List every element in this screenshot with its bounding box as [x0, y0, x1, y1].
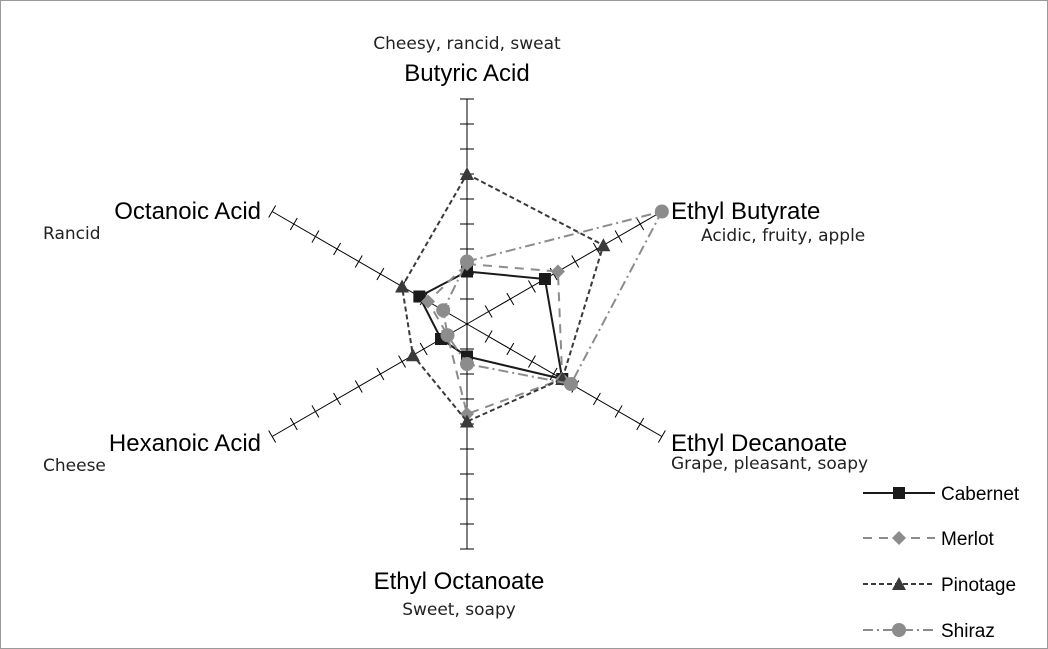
axis-description: Rancid: [43, 224, 101, 244]
axis-tick: [484, 330, 493, 343]
axis-tick: [528, 280, 536, 293]
legend-marker: [892, 577, 906, 590]
axis-tick: [592, 392, 601, 406]
axis-labels-layer: Cheesy, rancid, sweat Butyric Acid Ethyl…: [43, 34, 868, 620]
axis-tick: [268, 205, 277, 218]
data-point: [395, 279, 410, 293]
axis-tick: [354, 255, 363, 268]
axis-description: Cheese: [43, 456, 106, 476]
axis-tick: [549, 367, 558, 381]
axis-tick: [376, 367, 385, 381]
data-point: [550, 264, 565, 279]
series-layer: [395, 167, 669, 428]
axis-tick: [289, 217, 298, 231]
axis-tick: [311, 405, 320, 418]
legend-label: Cabernet: [941, 484, 1020, 505]
legend-label: Pinotage: [941, 575, 1016, 596]
data-point: [405, 348, 420, 362]
data-point: [596, 238, 611, 252]
data-point: [436, 303, 451, 318]
data-point: [563, 377, 578, 391]
legend-label: Merlot: [941, 529, 995, 550]
axis-description: Grape, pleasant, soapy: [671, 454, 868, 474]
axis-label: Ethyl Decanoate: [671, 430, 847, 457]
axis-tick: [506, 292, 515, 306]
legend-marker: [893, 487, 905, 499]
data-point: [421, 294, 436, 309]
data-point: [413, 290, 426, 303]
legend-item: Merlot: [863, 529, 995, 550]
data-point: [460, 254, 474, 269]
legend-marker: [892, 623, 906, 637]
axis-tick: [419, 342, 428, 356]
axis-tick: [376, 267, 385, 281]
legend: Cabernet Merlot Pinotage Shiraz: [863, 484, 1020, 642]
data-point: [440, 328, 455, 343]
axis-tick: [571, 255, 580, 268]
axis-tick: [354, 380, 363, 393]
axis-tick: [657, 430, 666, 443]
series-line: [418, 270, 564, 381]
axis-label: Butyric Acid: [404, 60, 529, 87]
axis-label: Ethyl Butyrate: [671, 198, 820, 225]
data-point: [460, 357, 474, 371]
axis-tick: [636, 217, 645, 231]
axis-tick: [614, 230, 623, 243]
legend-marker: [892, 531, 906, 545]
axis-tick: [333, 392, 342, 406]
axis-tick: [614, 405, 623, 418]
axis-tick: [528, 355, 536, 368]
axis-tick: [398, 355, 406, 368]
axis-description: Cheesy, rancid, sweat: [373, 34, 561, 54]
axis-tick: [311, 230, 320, 243]
axis-label: Ethyl Octanoate: [374, 568, 545, 595]
data-point: [460, 167, 474, 180]
series-pinotage: [395, 167, 611, 428]
axis-tick: [289, 417, 298, 431]
axis-tick: [506, 342, 515, 356]
axis-line: [271, 211, 468, 325]
axis-tick: [268, 430, 277, 443]
axis-tick: [484, 305, 493, 318]
axis-label: Octanoic Acid: [114, 198, 261, 225]
axes-layer: [268, 98, 666, 550]
axis-tick: [636, 417, 645, 431]
legend-item: Pinotage: [863, 575, 1016, 596]
series-cabernet: [413, 265, 569, 385]
data-point: [460, 414, 474, 428]
data-point: [538, 273, 551, 285]
axis-description: Sweet, soapy: [402, 600, 516, 620]
legend-item: Cabernet: [863, 484, 1020, 505]
axis-description: Acidic, fruity, apple: [701, 226, 865, 246]
axis-tick: [333, 242, 342, 256]
legend-item: Shiraz: [863, 621, 995, 642]
legend-label: Shiraz: [941, 621, 995, 642]
axis-line: [271, 323, 468, 437]
axis-label: Hexanoic Acid: [109, 430, 261, 457]
series-shiraz: [436, 204, 669, 391]
axis-line: [466, 211, 663, 325]
data-point: [654, 204, 669, 219]
axis-tick: [592, 242, 601, 256]
